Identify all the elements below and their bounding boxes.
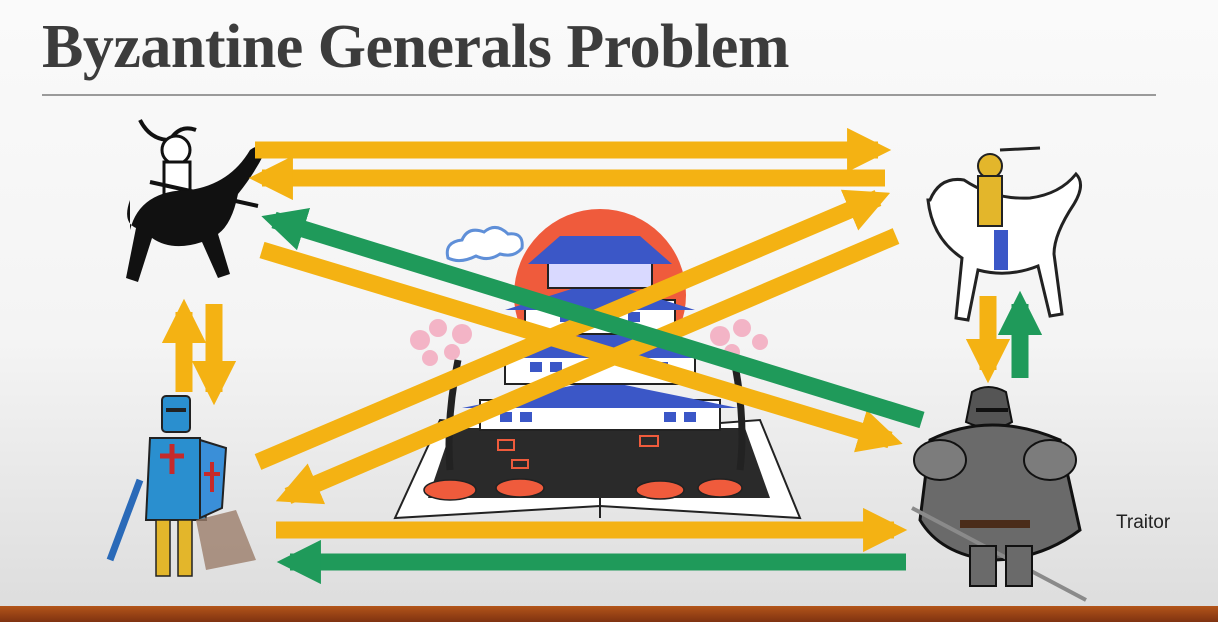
arrow-br-to-tl-traitor	[261, 208, 925, 429]
crusader-knight-with-shield-icon	[106, 395, 256, 577]
slide-title: Byzantine Generals Problem	[42, 13, 789, 81]
title-divider	[42, 94, 1156, 96]
black-knight-on-horse-icon	[126, 119, 264, 282]
slide-bottom-bar	[0, 606, 1218, 622]
traitor-label: Traitor	[1116, 512, 1171, 533]
arrow-tr-to-bl	[275, 228, 900, 505]
armored-knight-with-sword-icon	[911, 386, 1087, 602]
golden-knight-on-white-horse-icon	[926, 146, 1082, 322]
arrow-bl-to-tr	[254, 189, 891, 470]
arrow-tl-to-br	[259, 241, 903, 453]
